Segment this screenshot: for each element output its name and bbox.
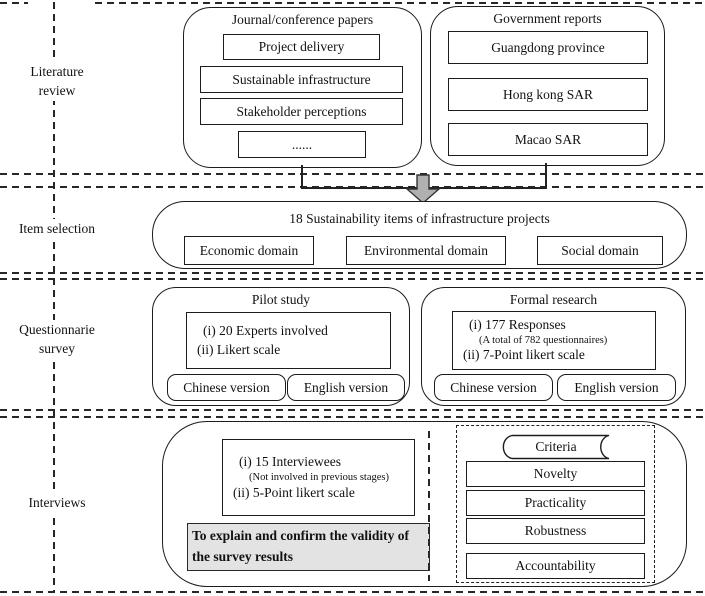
item-selection-title: 18 Sustainability items of infrastructur… — [289, 211, 550, 226]
formal-chinese-version-tag: Chinese version — [434, 374, 553, 401]
government-item-macao: Macao SAR — [448, 123, 648, 156]
item-selection-container: 18 Sustainability items of infrastructur… — [152, 201, 687, 269]
pilot-chinese-version-tag: Chinese version — [167, 374, 286, 401]
stage-label-item-selection: Item selection — [5, 219, 109, 240]
formal-english-version-tag: English version — [557, 374, 676, 401]
journal-papers-container: Journal/conference papers Project delive… — [183, 7, 422, 168]
domain-environmental: Environmental domain — [346, 236, 506, 265]
bottom-border-dash — [0, 591, 705, 593]
government-reports-container: Government reports Guangdong province Ho… — [430, 6, 665, 166]
domain-economic: Economic domain — [184, 236, 314, 265]
government-item-hongkong: Hong kong SAR — [448, 78, 648, 111]
journal-item-project-delivery: Project delivery — [223, 34, 380, 60]
pilot-info-line-1: (i) 20 Experts involved — [203, 323, 328, 339]
pilot-study-container: Pilot study (i) 20 Experts involved (ii)… — [152, 287, 410, 406]
criteria-item-practicality: Practicality — [466, 490, 645, 516]
pilot-info-line-2: (ii) Likert scale — [197, 341, 281, 357]
interviews-inner-divider — [428, 431, 430, 581]
formal-info-line-1: (i) 177 Responses — [469, 317, 566, 333]
top-border-dash-left — [0, 2, 28, 4]
stage-label-interviews: Interviews — [17, 493, 97, 514]
divider-1a — [0, 173, 705, 175]
pilot-study-info-box: (i) 20 Experts involved (ii) Likert scal… — [186, 312, 391, 369]
criteria-dashed-frame — [456, 425, 655, 583]
interviews-info-line-3: (ii) 5-Point likert scale — [233, 485, 355, 501]
divider-3a — [0, 409, 705, 411]
down-arrow-icon — [405, 174, 441, 204]
formal-research-container: Formal research (i) 177 Responses (A tot… — [421, 287, 686, 406]
interviews-purpose-note: To explain and confirm the validity of t… — [187, 523, 430, 571]
connector-stub-right — [545, 163, 547, 188]
divider-3b — [0, 416, 705, 418]
journal-item-sustainable-infrastructure: Sustainable infrastructure — [200, 66, 403, 93]
criteria-item-novelty: Novelty — [466, 461, 645, 487]
government-reports-title: Government reports — [493, 11, 602, 26]
stage-label-questionnaire-survey: Questionnarie survey — [8, 320, 106, 360]
interviews-info-line-1: (i) 15 Interviewees — [239, 454, 341, 470]
formal-info-line-2: (A total of 782 questionnaires) — [479, 334, 608, 346]
stage-column-divider — [53, 2, 55, 592]
top-border-dash — [95, 2, 705, 4]
criteria-title: Criteria — [535, 438, 577, 454]
interviews-info-box: (i) 15 Interviewees (Not involved in pre… — [222, 439, 415, 516]
journal-item-stakeholder-perceptions: Stakeholder perceptions — [200, 98, 403, 125]
pilot-study-title: Pilot study — [251, 292, 311, 307]
formal-research-info-box: (i) 177 Responses (A total of 782 questi… — [452, 311, 656, 370]
stage-label-literature-review: Literature review — [17, 62, 97, 102]
interviews-info-line-2: (Not involved in previous stages) — [249, 471, 389, 483]
criteria-item-robustness: Robustness — [466, 518, 645, 544]
formal-research-title: Formal research — [509, 292, 598, 307]
divider-2b — [0, 278, 705, 280]
formal-info-line-3: (ii) 7-Point likert scale — [463, 347, 585, 363]
journal-item-ellipsis: ...... — [238, 131, 366, 158]
criteria-item-accountability: Accountability — [466, 553, 645, 579]
journal-papers-title: Journal/conference papers — [231, 12, 374, 27]
domain-social: Social domain — [537, 236, 663, 265]
criteria-scroll-icon — [502, 434, 610, 460]
government-item-guangdong: Guangdong province — [448, 31, 648, 64]
divider-2a — [0, 272, 705, 274]
interviews-container: (i) 15 Interviewees (Not involved in pre… — [162, 421, 687, 587]
pilot-english-version-tag: English version — [287, 374, 405, 401]
divider-1b — [0, 186, 705, 188]
connector-stub-left — [301, 165, 303, 188]
